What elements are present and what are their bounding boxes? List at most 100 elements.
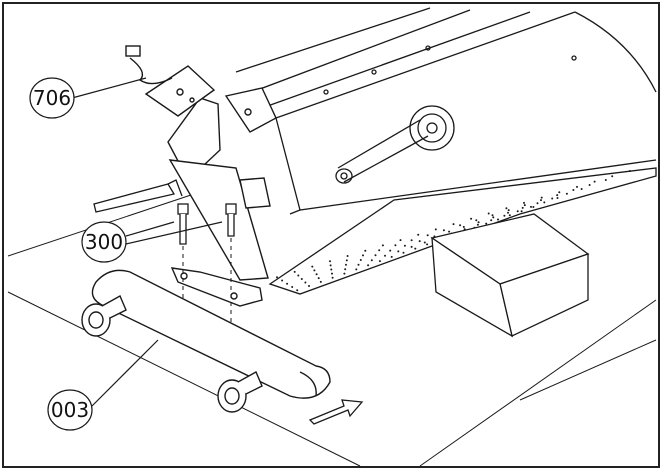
callout-300-label: 300: [85, 230, 123, 254]
perforation-dot: [313, 269, 316, 272]
wheel-right: [217, 371, 263, 413]
perforation-dot: [492, 216, 495, 219]
perforation-dot: [304, 281, 307, 284]
perforation-dot: [580, 188, 583, 190]
perforation-dot: [491, 214, 494, 217]
perforation-dot: [536, 202, 539, 205]
perforation-dot: [331, 272, 333, 275]
perforation-dot: [370, 259, 373, 262]
perforation-dot: [572, 189, 575, 191]
perforation-dot: [403, 244, 406, 247]
perforation-dot: [558, 191, 561, 194]
perforation-dot: [476, 223, 479, 226]
callout-003: 003: [47, 389, 93, 431]
perforation-dot: [426, 243, 429, 246]
perforation-dot: [593, 180, 596, 183]
perforation-dot: [521, 206, 524, 209]
motor-box: [430, 213, 590, 338]
perforation-dot: [329, 260, 331, 263]
perforation-dot: [497, 218, 499, 221]
wire-cable: [125, 45, 173, 85]
perforation-dot: [397, 250, 400, 253]
perforation-dot: [346, 255, 349, 257]
perforation-dot: [357, 263, 360, 266]
perforation-dot: [293, 270, 296, 273]
perforation-dot: [628, 170, 631, 172]
upright-post: [144, 65, 277, 281]
perforation-dot: [442, 229, 445, 232]
bolts: [177, 203, 237, 245]
perforation-dot: [399, 239, 402, 242]
perforation-dot: [417, 233, 420, 236]
perforation-dot: [540, 199, 542, 202]
perforation-dot: [364, 249, 367, 252]
perforation-dot: [523, 204, 526, 207]
callout-706: 706: [29, 77, 75, 119]
perforation-dot: [286, 282, 289, 285]
bracket-plate: [170, 267, 263, 307]
perforation-dot: [281, 279, 284, 282]
perforation-dot: [532, 206, 535, 208]
perforation-dot: [551, 197, 554, 200]
perforation-dot: [520, 210, 523, 213]
perforation-dot: [588, 184, 591, 186]
perforation-dot: [319, 280, 322, 283]
perforation-dot: [470, 217, 473, 220]
perforation-dot: [410, 245, 413, 248]
perforation-dot: [556, 194, 559, 197]
perforation-dot: [505, 207, 508, 210]
perforation-dot: [434, 228, 437, 231]
perforation-dot: [317, 277, 320, 280]
perforation-dot: [378, 260, 381, 263]
perforation-dot: [359, 259, 362, 261]
perforation-dot: [604, 179, 607, 181]
direction-arrow: [308, 399, 364, 425]
wheel-left: [81, 295, 127, 337]
perforation-dot: [329, 264, 332, 267]
callout-003-label: 003: [51, 398, 89, 422]
perforation-dot: [556, 197, 559, 199]
perforation-dot: [355, 268, 358, 271]
perforation-dot: [475, 219, 478, 222]
perforation-dot: [487, 212, 490, 215]
stabilizer-tube: [91, 269, 331, 399]
perforation-dot: [276, 276, 278, 279]
perforation-dot: [523, 201, 525, 204]
perforation-dot: [543, 201, 546, 204]
treadmill-deck: [235, 7, 657, 215]
perforation-dot: [374, 254, 377, 257]
perforation-dot: [410, 239, 413, 242]
perforation-dot: [477, 221, 480, 224]
perforation-dot: [330, 268, 333, 271]
perforation-dot: [530, 205, 532, 208]
perforation-dot: [378, 249, 381, 252]
crank-assembly: [335, 105, 455, 184]
perforation-dot: [423, 241, 426, 244]
perforation-dot: [297, 274, 300, 277]
perforation-dot: [402, 251, 405, 254]
perforation-dot: [394, 244, 397, 247]
perforation-dot: [418, 240, 421, 243]
perforation-dot: [311, 265, 314, 268]
perforation-dot: [452, 223, 455, 226]
leader-lines: [71, 77, 223, 407]
perforation-dot: [390, 255, 393, 258]
callout-300: 300: [81, 221, 127, 263]
perforation-dot: [315, 273, 318, 276]
perforation-dot: [367, 264, 370, 267]
perforation-dot: [344, 268, 347, 271]
perforation-dot: [576, 185, 578, 188]
perforation-dot: [345, 263, 347, 266]
perforation-dot: [448, 230, 451, 233]
perforation-dot: [345, 259, 348, 262]
perforation-dot: [565, 192, 568, 195]
perforation-dot: [490, 219, 493, 222]
perforation-dot: [331, 276, 334, 279]
perforation-dot: [308, 285, 310, 287]
perforation-dot: [300, 278, 303, 280]
perforation-dot: [507, 211, 509, 214]
callout-003-bubble: [47, 389, 93, 431]
